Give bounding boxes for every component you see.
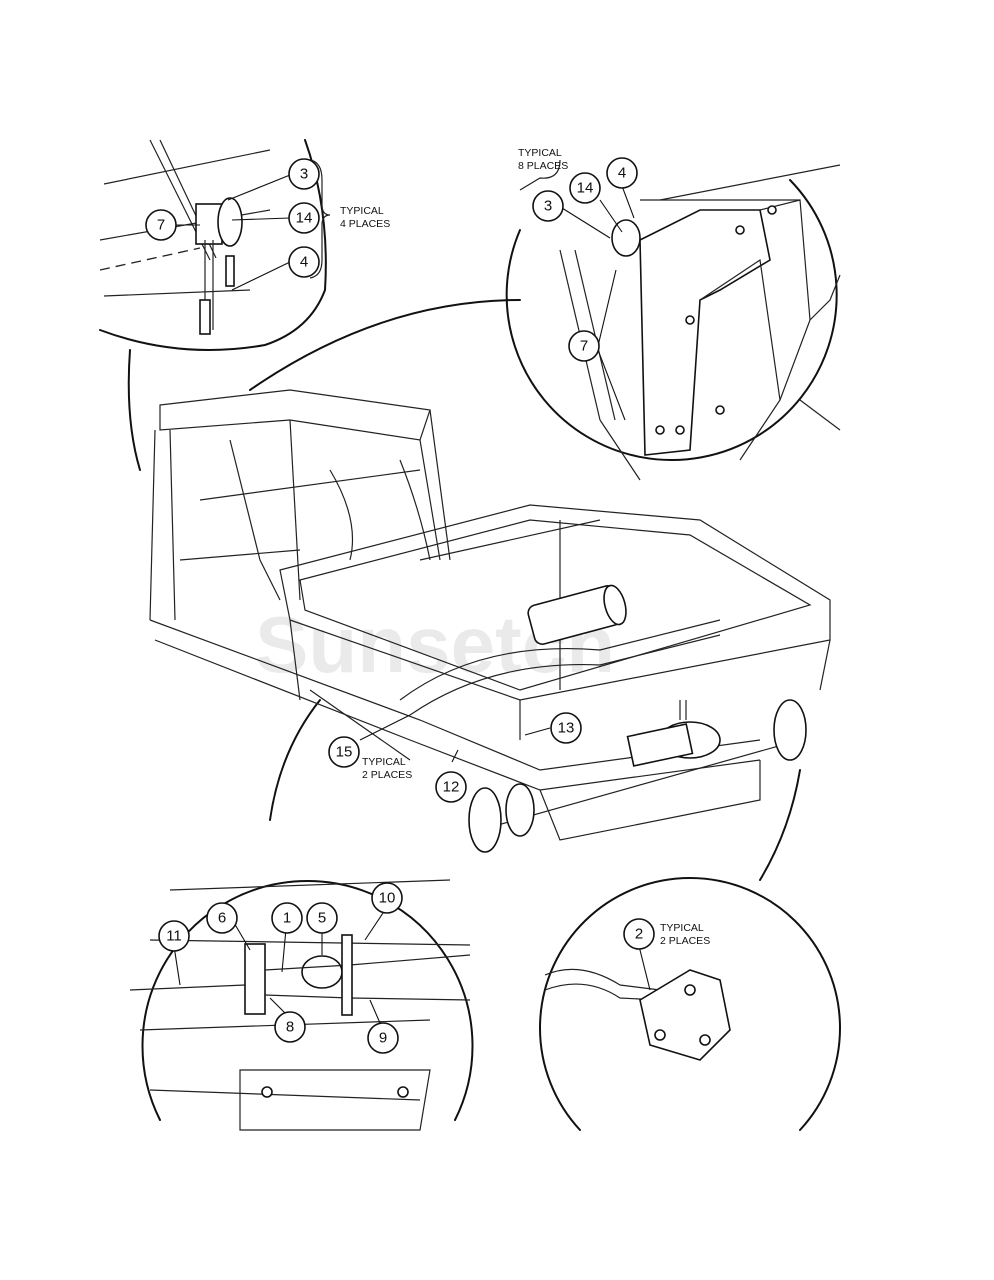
notes: TYPICAL 4 PLACES TYPICAL 8 PLACES TYPICA…	[340, 147, 710, 947]
svg-text:11: 11	[166, 928, 182, 945]
svg-text:4: 4	[618, 165, 626, 182]
detail-bottom-left	[129, 879, 474, 1131]
callout-7: 7	[568, 330, 600, 362]
svg-text:1: 1	[283, 910, 291, 927]
callout-5: 5	[306, 902, 338, 934]
callout-4: 4	[606, 157, 638, 189]
note-typical-2a-line1: TYPICAL	[362, 756, 406, 768]
note-typical-4-line2: 4 PLACES	[340, 218, 390, 230]
svg-text:4: 4	[300, 254, 308, 271]
callout-11: 11	[158, 920, 190, 952]
note-typical-2b-line2: 2 PLACES	[660, 935, 710, 947]
callout-14: 14	[288, 202, 320, 234]
callout-7: 7	[145, 209, 177, 241]
svg-text:7: 7	[157, 217, 165, 234]
chassis-frame	[127, 299, 831, 881]
detail-top-right	[505, 159, 841, 481]
svg-text:2: 2	[635, 926, 643, 943]
callout-6: 6	[206, 902, 238, 934]
callout-4: 4	[288, 246, 320, 278]
note-typical-4-line1: TYPICAL	[340, 205, 384, 217]
svg-text:15: 15	[336, 744, 353, 761]
note-typical-2b-line1: TYPICAL	[660, 922, 704, 934]
callout-14: 14	[569, 172, 601, 204]
svg-text:3: 3	[544, 198, 552, 215]
svg-text:8: 8	[286, 1019, 294, 1036]
svg-text:3: 3	[300, 166, 308, 183]
svg-text:9: 9	[379, 1030, 387, 1047]
callout-12: 12	[435, 771, 467, 803]
svg-text:6: 6	[218, 910, 226, 927]
callout-3: 3	[532, 190, 564, 222]
note-typical-8-line1: TYPICAL	[518, 147, 562, 159]
detail-top-left	[99, 139, 331, 351]
svg-text:5: 5	[318, 910, 326, 927]
callout-15: 15	[328, 736, 360, 768]
callout-2: 2	[623, 918, 655, 950]
callout-8: 8	[274, 1011, 306, 1043]
svg-text:10: 10	[379, 890, 396, 907]
callouts: 3 14 7 4 4 14 3 7 13 15 12 10 6 1 5 11 8…	[145, 157, 655, 1054]
svg-text:13: 13	[558, 720, 575, 737]
svg-text:14: 14	[296, 210, 313, 227]
callout-10: 10	[371, 882, 403, 914]
note-typical-8-line2: 8 PLACES	[518, 160, 568, 172]
svg-text:7: 7	[580, 338, 588, 355]
callout-1: 1	[271, 902, 303, 934]
callout-9: 9	[367, 1022, 399, 1054]
callout-3: 3	[288, 158, 320, 190]
svg-text:14: 14	[577, 180, 594, 197]
detail-bottom-right	[539, 877, 841, 1131]
svg-text:12: 12	[443, 779, 460, 796]
callout-13: 13	[550, 712, 582, 744]
note-typical-2a-line2: 2 PLACES	[362, 769, 412, 781]
